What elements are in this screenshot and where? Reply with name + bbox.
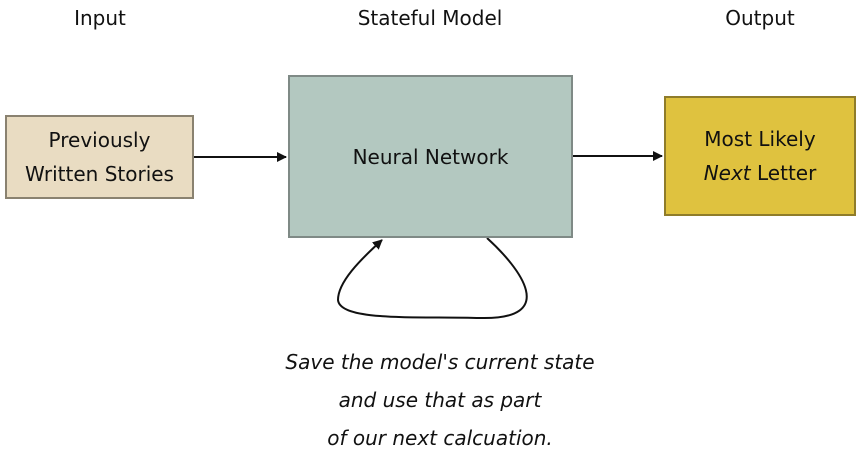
input-header: Input	[74, 6, 126, 30]
output-box: Most Likely Next Letter	[664, 96, 856, 216]
state-caption: Save the model's current state and use t…	[230, 343, 650, 457]
output-box-line-2: Next Letter	[704, 156, 817, 190]
input-box: Previously Written Stories	[5, 115, 194, 199]
output-header: Output	[725, 6, 795, 30]
input-box-line-1: Previously	[48, 128, 151, 152]
caption-line-3: of our next calcuation.	[327, 426, 553, 450]
input-box-line-2: Written Stories	[25, 162, 174, 186]
neural-network-label: Neural Network	[352, 144, 509, 169]
output-letter-word: Letter	[757, 161, 817, 185]
model-header: Stateful Model	[357, 6, 503, 30]
output-next-word: Next	[703, 161, 751, 185]
output-box-line-1: Most Likely	[704, 127, 816, 151]
caption-line-2: and use that as part	[338, 388, 542, 412]
neural-network-box: Neural Network	[288, 75, 573, 238]
caption-line-1: Save the model's current state	[285, 350, 595, 374]
state-loop-arrow	[336, 237, 528, 320]
